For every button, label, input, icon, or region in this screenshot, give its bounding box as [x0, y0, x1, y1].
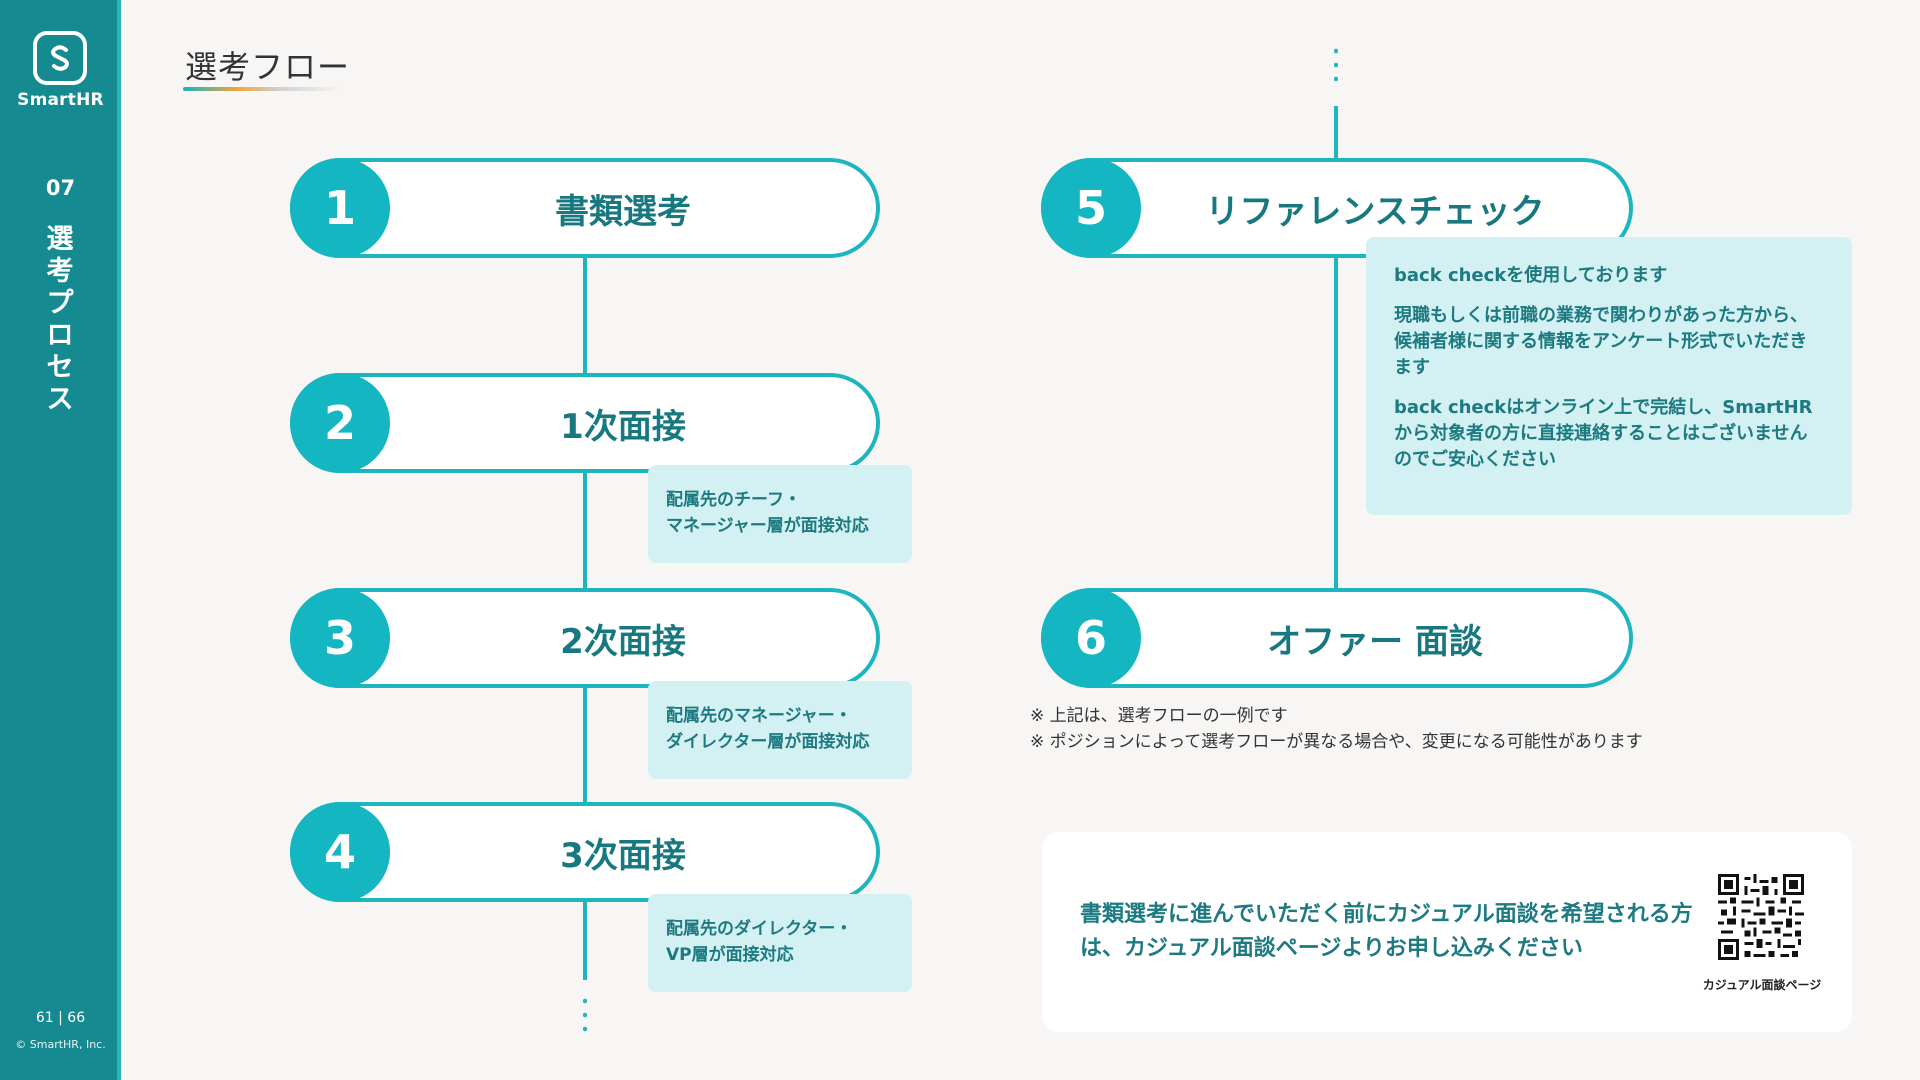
qr-caption: カジュアル面談ページ: [1702, 978, 1822, 992]
connector-4-end: [583, 900, 587, 980]
step-label: 1次面接: [560, 406, 686, 447]
smarthr-logo-icon: [33, 31, 87, 85]
note-line: 配属先のマネージャー・: [666, 706, 852, 726]
step-label: リファレンスチェック: [1205, 191, 1545, 232]
section-title: 選考プロセス: [46, 224, 74, 415]
note-step-4: 配属先のダイレクター・ VP層が面接対応: [648, 894, 912, 992]
step-number: 2: [290, 373, 390, 473]
continuation-dots-bottom: [583, 994, 587, 1036]
section-number: 07: [45, 176, 76, 200]
step-number: 3: [290, 588, 390, 688]
disclaimer-line: ※ ポジションによって選考フローが異なる場合や、変更になる可能性があります: [1030, 732, 1643, 752]
step-label: 3次面接: [560, 835, 686, 876]
connector-5-6: [1334, 255, 1338, 590]
note-paragraph: back checkを使用しております: [1394, 265, 1668, 286]
casual-interview-card: 書類選考に進んでいただく前にカジュアル面談を希望される方は、カジュアル面談ページ…: [1042, 832, 1852, 1032]
step-label: 書類選考: [555, 191, 691, 232]
page-number: 61 | 66: [35, 1010, 86, 1026]
disclaimer: ※ 上記は、選考フローの一例です ※ ポジションによって選考フローが異なる場合や…: [1030, 703, 1643, 755]
step-label: オファー 面談: [1267, 621, 1483, 662]
note-step-2: 配属先のチーフ・ マネージャー層が面接対応: [648, 465, 912, 563]
step-5: 5 リファレンスチェック: [1041, 158, 1633, 258]
step-2: 2 1次面接: [290, 373, 880, 473]
step-label: 2次面接: [560, 621, 686, 662]
note-line: 配属先のダイレクター・: [666, 919, 853, 939]
note-line: 配属先のチーフ・: [666, 490, 801, 510]
step-number: 5: [1041, 158, 1141, 258]
connector-top-5: [1334, 106, 1338, 162]
note-paragraph: back checkはオンライン上で完結し、SmartHRから対象者の方に直接連…: [1394, 397, 1813, 470]
brand-name: SmartHR: [17, 90, 104, 110]
continuation-dots-top: [1334, 44, 1338, 86]
connector-2-3: [583, 470, 587, 590]
step-4: 4 3次面接: [290, 802, 880, 902]
connector-1-2: [583, 255, 587, 375]
page-title: 選考フロー: [185, 48, 351, 86]
note-line: ダイレクター層が面接対応: [666, 732, 870, 752]
title-underline: [183, 87, 341, 91]
note-line: VP層が面接対応: [666, 945, 794, 965]
note-step-5: back checkを使用しております 現職もしくは前職の業務で関わりがあった方…: [1366, 237, 1852, 515]
step-3: 3 2次面接: [290, 588, 880, 688]
note-step-3: 配属先のマネージャー・ ダイレクター層が面接対応: [648, 681, 912, 779]
sidebar: SmartHR 07 選考プロセス 61 | 66 © SmartHR, Inc…: [0, 0, 121, 1080]
disclaimer-line: ※ 上記は、選考フローの一例です: [1030, 706, 1288, 726]
step-number: 1: [290, 158, 390, 258]
step-number: 4: [290, 802, 390, 902]
note-paragraph: 現職もしくは前職の業務で関わりがあった方から、候補者様に関する情報をアンケート形…: [1394, 305, 1808, 378]
qr-code-icon[interactable]: [1718, 874, 1804, 960]
step-1: 1 書類選考: [290, 158, 880, 258]
step-6: 6 オファー 面談: [1041, 588, 1633, 688]
note-line: マネージャー層が面接対応: [666, 516, 869, 536]
step-number: 6: [1041, 588, 1141, 688]
copyright: © SmartHR, Inc.: [15, 1038, 106, 1051]
connector-3-4: [583, 685, 587, 805]
casual-interview-text: 書類選考に進んでいただく前にカジュアル面談を希望される方は、カジュアル面談ページ…: [1080, 902, 1693, 961]
